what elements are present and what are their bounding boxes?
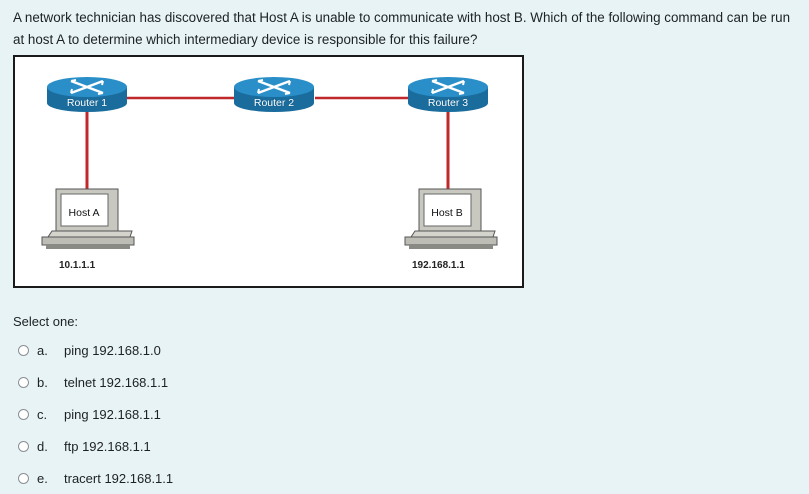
answer-options: a. ping 192.168.1.0 b. telnet 192.168.1.… — [18, 334, 418, 494]
host-a-computer-icon — [41, 188, 135, 249]
option-c[interactable]: c. ping 192.168.1.1 — [18, 398, 418, 430]
option-text: telnet 192.168.1.1 — [64, 374, 169, 390]
network-diagram: Router 1 Router 2 Router 3 Host A Host B… — [13, 55, 524, 288]
radio-button-b[interactable] — [18, 376, 29, 388]
option-e[interactable]: e. tracert 192.168.1.1 — [18, 462, 418, 494]
option-text: ping 192.168.1.1 — [64, 406, 161, 422]
radio-button-a[interactable] — [18, 344, 29, 356]
option-letter: d. — [37, 438, 48, 454]
option-letter: b. — [37, 374, 48, 390]
host-b-label: Host B — [431, 207, 463, 219]
host-b-ip: 192.168.1.1 — [412, 260, 465, 271]
network-topology — [41, 77, 498, 249]
option-letter: c. — [37, 406, 48, 422]
host-a-ip: 10.1.1.1 — [59, 260, 96, 271]
option-b[interactable]: b. telnet 192.168.1.1 — [18, 366, 418, 398]
router-2-label: Router 2 — [253, 97, 295, 109]
option-text: ping 192.168.1.0 — [64, 342, 161, 358]
radio-button-c[interactable] — [18, 408, 29, 420]
radio-button-e[interactable] — [18, 472, 29, 484]
option-a[interactable]: a. ping 192.168.1.0 — [18, 334, 418, 366]
router-2-icon — [234, 77, 314, 112]
router-3-icon — [408, 77, 488, 112]
option-letter: e. — [37, 470, 48, 486]
router-1-icon — [47, 77, 127, 112]
host-a-label: Host A — [68, 207, 100, 219]
option-d[interactable]: d. ftp 192.168.1.1 — [18, 430, 418, 462]
option-letter: a. — [37, 342, 48, 358]
radio-button-d[interactable] — [18, 440, 29, 452]
question-text: A network technician has discovered that… — [13, 10, 791, 47]
host-b-computer-icon — [404, 188, 498, 249]
router-3-label: Router 3 — [427, 97, 469, 109]
router-1-label: Router 1 — [66, 97, 108, 109]
option-text: tracert 192.168.1.1 — [64, 470, 174, 486]
select-one-prompt: Select one: — [13, 314, 79, 329]
option-text: ftp 192.168.1.1 — [64, 438, 151, 454]
